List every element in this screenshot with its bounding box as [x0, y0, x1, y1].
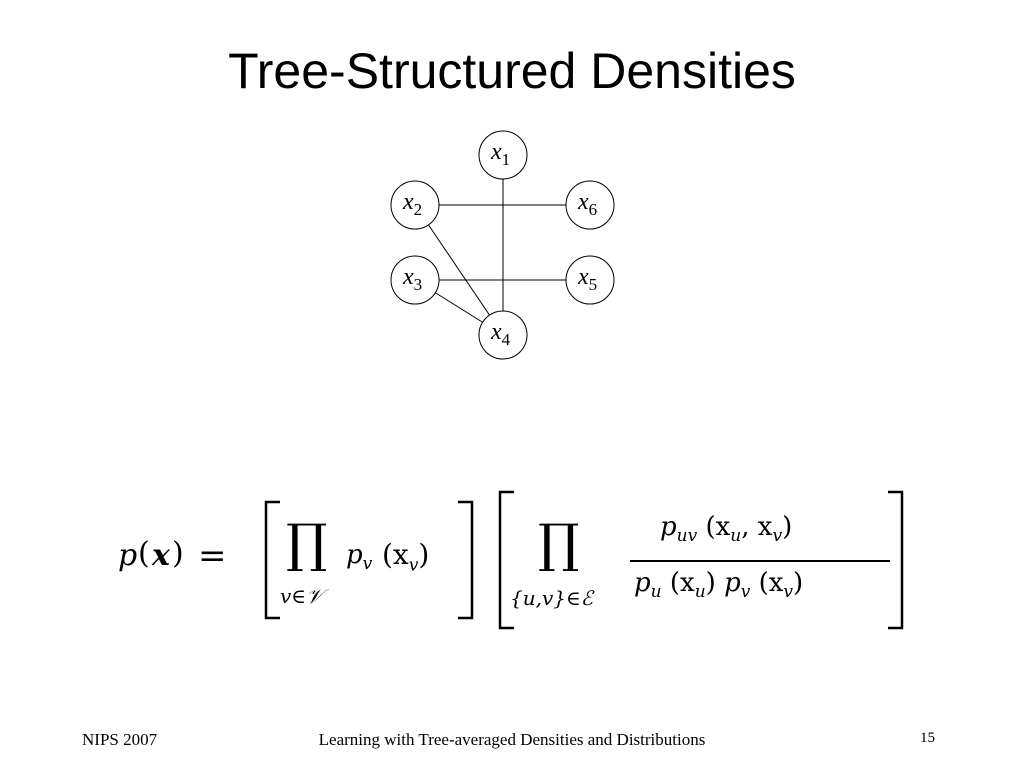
equals-sign: =: [198, 536, 227, 576]
slide-title: Tree-Structured Densities: [228, 43, 796, 99]
fraction-bar: [630, 560, 890, 562]
node-label: x2: [402, 189, 422, 219]
node-x2: x2: [390, 180, 440, 230]
bracket-left-2: [498, 490, 514, 630]
node-circle: [478, 130, 528, 180]
footer-venue: NIPS 2007: [82, 730, 158, 749]
fraction-denominator: pu (xu) pv (xv): [634, 568, 804, 603]
product-2-index: {u,v}∈ℰ: [510, 586, 593, 610]
node-x3: x3: [390, 255, 440, 305]
product-1-index: v∈𝒱: [280, 584, 323, 608]
pv-argument: (xv): [382, 538, 430, 576]
page-number: 15: [920, 730, 935, 746]
lhs-open: (: [138, 536, 150, 571]
fraction-numerator: puv (xu, xv): [660, 512, 793, 547]
graph-edges: [414, 155, 590, 336]
bracket-right-1: [458, 500, 474, 620]
node-circle: [565, 180, 615, 230]
lhs-x: x: [152, 538, 170, 573]
pv-term: pv: [346, 540, 373, 575]
node-circle: [478, 310, 528, 360]
node-x4: x4: [478, 310, 528, 360]
node-circle: [565, 255, 615, 305]
bracket-right-2: [888, 490, 904, 630]
node-label: x6: [577, 189, 597, 219]
edge-x2-x4: [414, 204, 504, 336]
node-label: x5: [577, 264, 597, 294]
product-symbol-2: ∏: [538, 514, 580, 574]
lhs-p: p: [118, 538, 138, 573]
node-x5: x5: [565, 255, 615, 305]
lhs-close: ): [172, 536, 184, 571]
node-label: x3: [402, 264, 422, 294]
graph-nodes: x1 x2 x6 x3 x5 x4: [390, 130, 615, 360]
node-circle: [390, 180, 440, 230]
footer-title: Learning with Tree-averaged Densities an…: [318, 730, 706, 749]
factorization-formula: p ( x ) = ∏ v∈𝒱 pv (xv) ∏ {u,v}∈ℰ puv (x…: [114, 490, 914, 635]
tree-graph: x1 x2 x6 x3 x5 x4: [390, 130, 615, 360]
node-x6: x6: [565, 180, 615, 230]
product-symbol-1: ∏: [286, 514, 328, 574]
node-label: x1: [490, 139, 510, 169]
node-circle: [390, 255, 440, 305]
node-x1: x1: [478, 130, 528, 180]
node-label: x4: [490, 319, 511, 349]
bracket-left-1: [264, 500, 280, 620]
